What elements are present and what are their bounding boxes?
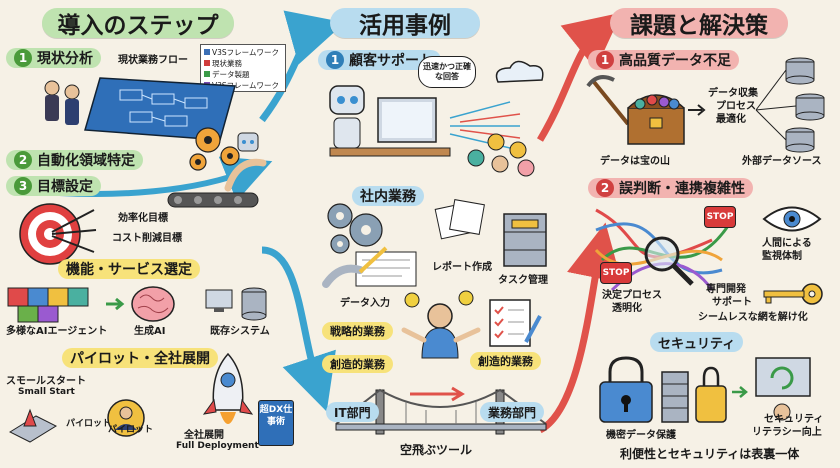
full-deploy-en-label: Full Deployment xyxy=(176,441,259,451)
stop-sign-bottom: STOP xyxy=(600,262,632,284)
task-management: タスク管理 xyxy=(498,275,548,286)
treasure-label: データは宝の山 xyxy=(600,156,670,167)
business-dept-pill: 業務部門 xyxy=(480,402,545,422)
issue-1-pill: 1 高品質データ不足 xyxy=(588,50,739,70)
goal-cost: コスト削減目標 xyxy=(112,233,182,244)
lock-server-illustration xyxy=(599,356,811,423)
target-icon xyxy=(19,203,97,265)
flow-label: 現状業務フロー xyxy=(118,55,188,66)
service-existing: 既存システム xyxy=(210,326,270,337)
pilot-person-icon xyxy=(107,399,145,437)
gears-icon xyxy=(327,203,383,254)
service-selection-pill: 機能・サービス選定 xyxy=(58,259,200,279)
launch-pad-icon xyxy=(8,408,58,443)
issue-1-label: 高品質データ不足 xyxy=(619,53,731,69)
gear-robot-illustration xyxy=(167,127,267,208)
monitor-db-icon xyxy=(205,287,267,321)
cases-header: 活用事例 xyxy=(330,8,480,39)
treasure-chest-icon xyxy=(586,75,685,145)
service-genai: 生成AI xyxy=(134,326,166,337)
human-line-2: 監視体制 xyxy=(762,251,802,262)
stop-sign-top: STOP xyxy=(704,206,736,228)
creative-b-pill: 創造的業務 xyxy=(470,352,541,370)
small-start-label: スモールスタート xyxy=(6,376,86,387)
footer-caption: 利便性とセキュリティは表裏一体 xyxy=(620,447,800,461)
decision-line-1: 決定プロセス xyxy=(602,290,662,301)
arrow-icon xyxy=(106,297,125,311)
legend-item: 現状業務 xyxy=(204,58,282,69)
it-dept-pill: IT部門 xyxy=(326,402,379,422)
issue-1-number: 1 xyxy=(596,51,614,69)
process-line-3: 最適化 xyxy=(716,114,746,125)
literacy-line-1: セキュリティ xyxy=(764,414,824,425)
pilot-a-label: パイロット xyxy=(66,419,112,429)
expert-line-2: サポート xyxy=(712,297,752,308)
flying-tool-label: 空飛ぶツール xyxy=(400,443,473,457)
case-1-label: 顧客サポート xyxy=(349,53,433,69)
case-1-number: 1 xyxy=(326,51,344,69)
untangle-label: シームレスな網を解け化 xyxy=(698,312,808,323)
database-cluster-icon xyxy=(755,57,825,153)
decision-line-2: 透明化 xyxy=(612,303,642,314)
step-1-pill: 1 現状分析 xyxy=(6,48,101,68)
task-data-entry: データ入力 xyxy=(340,298,390,309)
support-robot-illustration xyxy=(329,60,544,177)
strategic-pill: 戦略的業務 xyxy=(322,322,393,340)
case-1-pill: 1 顧客サポート xyxy=(318,50,441,70)
key-icon xyxy=(763,283,823,305)
step-2-number: 2 xyxy=(14,151,32,169)
steps-header: 導入のステップ xyxy=(42,8,234,39)
puzzle-icon xyxy=(7,287,89,323)
eye-icon xyxy=(762,206,822,232)
brain-icon xyxy=(131,286,175,322)
checklist-icon xyxy=(489,299,542,347)
process-line-2: プロセス xyxy=(716,101,756,112)
step-1-number: 1 xyxy=(14,49,32,67)
issue-2-number: 2 xyxy=(596,179,614,197)
step-2-pill: 2 自動化領域特定 xyxy=(6,150,143,170)
legend-item: データ製題 xyxy=(204,69,282,80)
pilot-b-label: パイロット xyxy=(108,425,154,435)
speech-bubble: 迅速かつ正確な回答 xyxy=(418,56,476,88)
rocket-icon xyxy=(202,352,254,424)
issue-2-pill: 2 誤判断・連携複雑性 xyxy=(588,178,753,198)
issue-2-label: 誤判断・連携複雑性 xyxy=(619,181,745,197)
creative-a-pill: 創造的業務 xyxy=(322,355,393,373)
external-data-label: 外部データソース xyxy=(742,156,822,167)
literacy-line-2: リテラシー向上 xyxy=(752,427,822,438)
dx-book: 超DX仕事術 xyxy=(258,400,294,446)
robot-hand-writing-icon xyxy=(322,246,417,288)
step-3-label: 目標設定 xyxy=(37,179,93,195)
legend-item: V3Sフレームワーク xyxy=(204,47,282,58)
step-3-pill: 3 目標設定 xyxy=(6,176,101,196)
case-2-pill: 社内業務 xyxy=(352,186,424,206)
blueprint-illustration xyxy=(44,77,236,141)
documents-icon xyxy=(434,199,485,240)
goal-efficiency: 効率化目標 xyxy=(118,213,168,224)
small-start-en-label: Small Start xyxy=(18,387,75,397)
step-3-number: 3 xyxy=(14,177,32,195)
secret-data-label: 機密データ保護 xyxy=(606,430,676,441)
service-agents: 多様なAIエージェント xyxy=(6,326,108,337)
task-report: レポート作成 xyxy=(432,262,492,273)
filing-cabinet-icon xyxy=(503,213,547,267)
flow-legend: V3Sフレームワーク 現状業務 データ製題 V3Sフレームワーク xyxy=(200,44,286,92)
pilot-pill: パイロット・全社展開 xyxy=(62,348,218,368)
security-pill: セキュリティ xyxy=(650,332,744,352)
step-1-label: 現状分析 xyxy=(37,51,93,67)
process-arrow-icon xyxy=(688,104,706,116)
person-idea-icon xyxy=(401,290,481,359)
human-line-1: 人間による xyxy=(762,238,812,249)
issues-header: 課題と解決策 xyxy=(610,8,788,39)
step-2-label: 自動化領域特定 xyxy=(37,153,135,169)
process-line-1: データ収集 xyxy=(708,88,758,99)
full-deploy-label: 全社展開 xyxy=(184,430,224,441)
expert-line-1: 専門開発 xyxy=(706,284,746,295)
